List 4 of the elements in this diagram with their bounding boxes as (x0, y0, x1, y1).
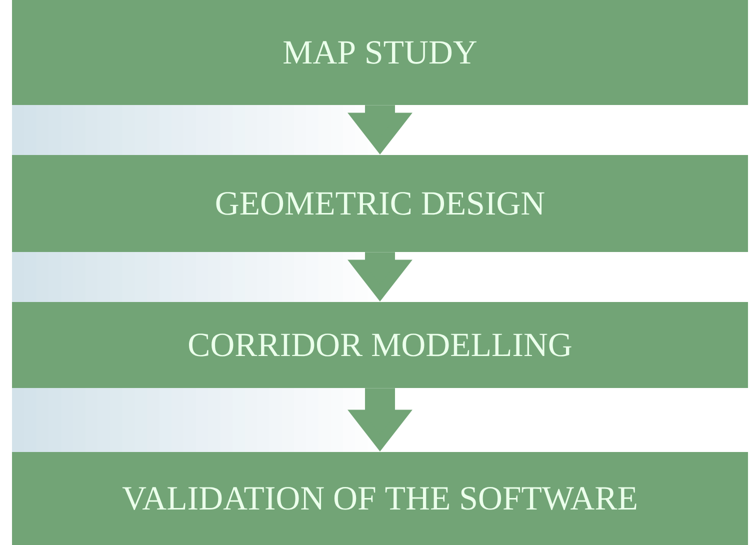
process-box: CORRIDOR MODELLING (12, 302, 748, 388)
process-box: GEOMETRIC DESIGN (12, 154, 748, 252)
process-box: VALIDATION OF THE SOFTWARE (12, 452, 748, 545)
process-box: MAP STUDY (12, 0, 748, 105)
